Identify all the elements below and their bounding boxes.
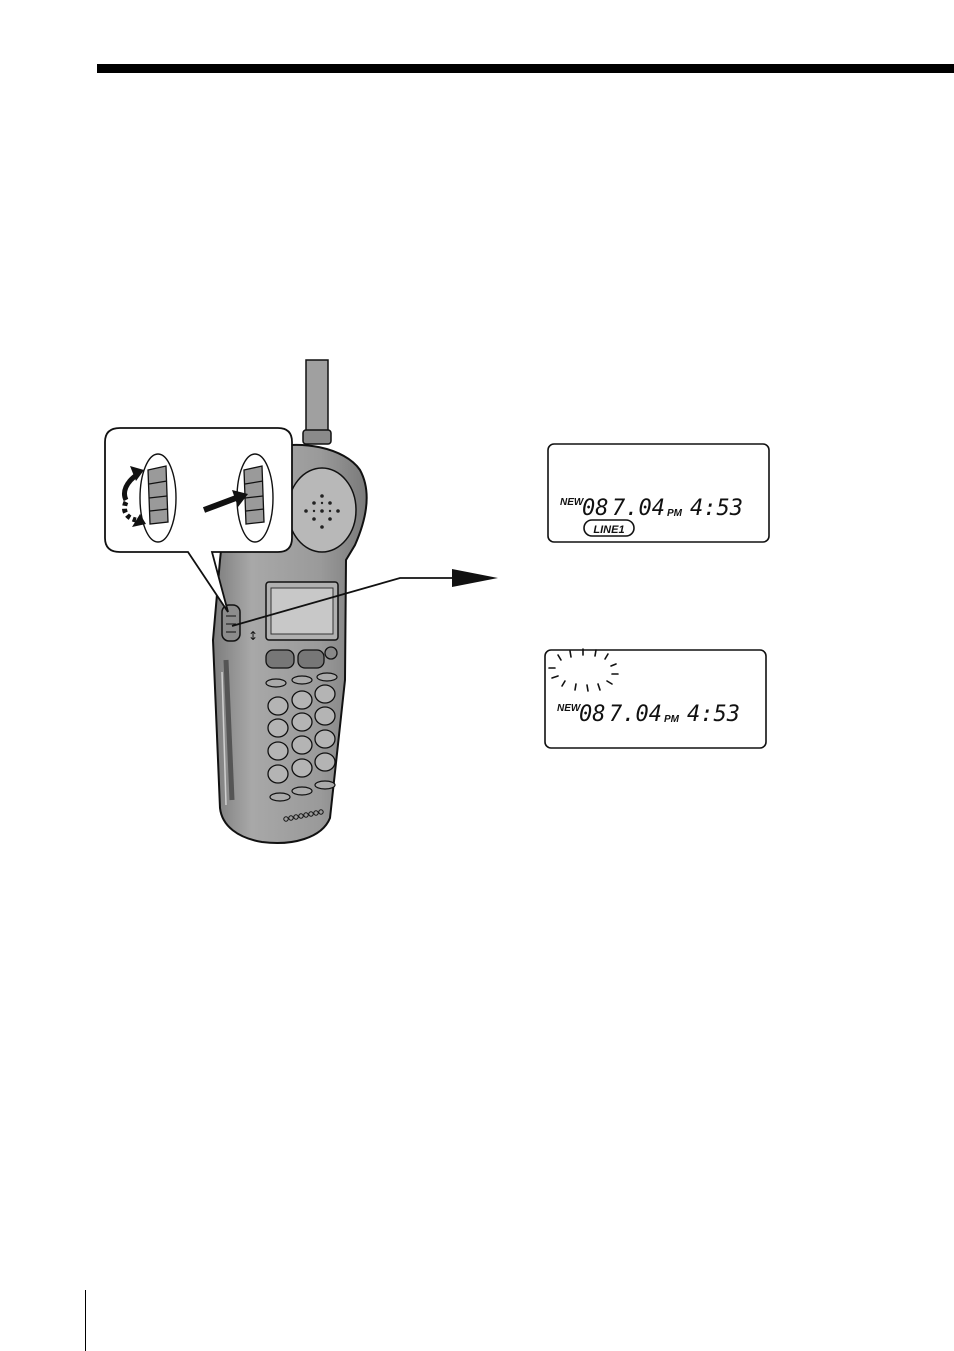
- svg-text:↕: ↕: [248, 629, 258, 643]
- ampm-label: PM: [664, 714, 680, 725]
- lcd-display-bottom: NEW 08 7.04 PM 4:53: [545, 649, 766, 748]
- time-readout: 4:53: [687, 702, 740, 727]
- ampm-label: PM: [667, 508, 683, 519]
- antenna: [306, 360, 328, 435]
- time-readout: 4:53: [690, 496, 743, 521]
- message-count: 08: [579, 702, 606, 727]
- jog-dial: [222, 605, 240, 641]
- date-readout: 7.04: [609, 702, 662, 727]
- function-key-right: [298, 650, 324, 668]
- message-count: 08: [582, 496, 609, 521]
- line-badge-label: LINE1: [593, 524, 624, 536]
- lcd-display-top: NEW 08 7.04 PM 4:53 LINE1: [548, 444, 769, 542]
- date-readout: 7.04: [612, 496, 665, 521]
- function-key-left: [266, 650, 294, 668]
